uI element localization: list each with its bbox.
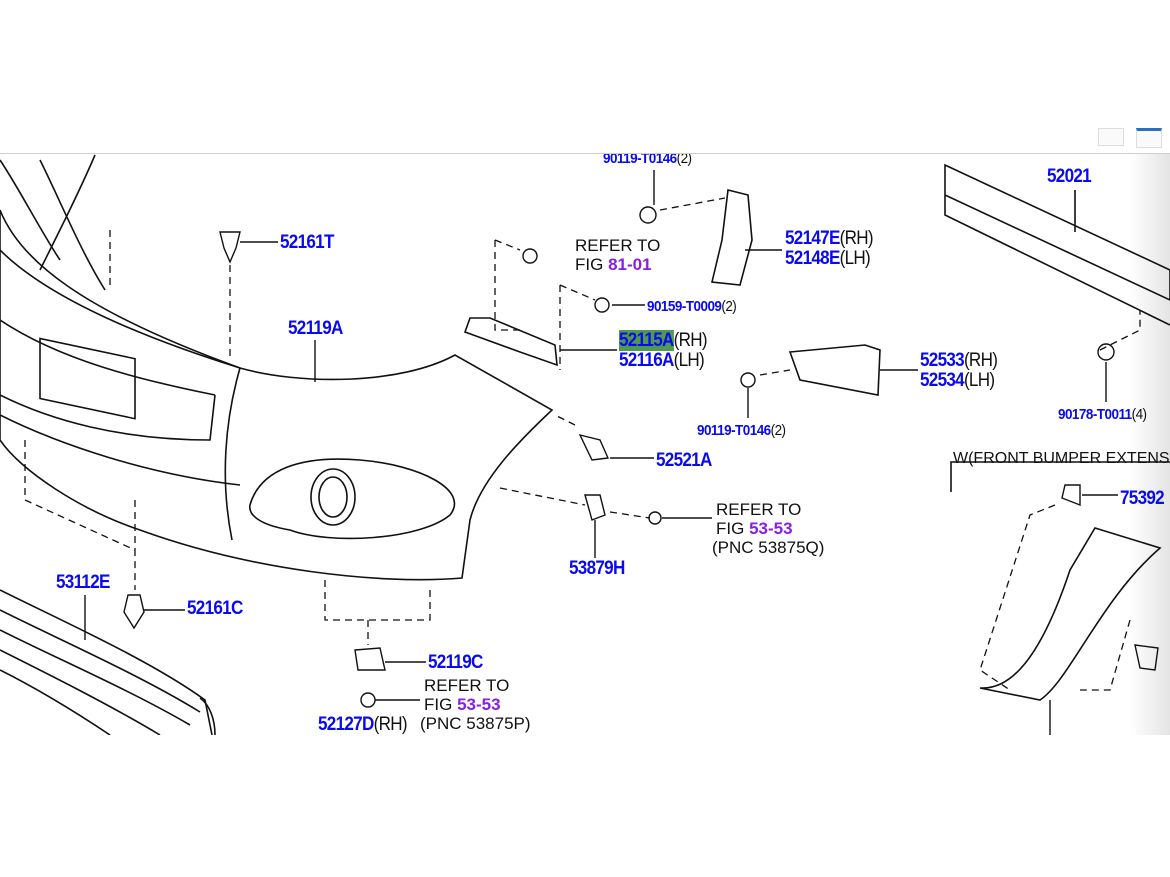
part-label-53112E[interactable]: 53112E xyxy=(56,572,110,593)
zoom-button[interactable] xyxy=(1098,128,1124,146)
figure-link[interactable]: FIG 53-53 xyxy=(424,695,501,714)
reinforcement xyxy=(944,163,1170,326)
refer-note-53875P: REFER TO FIG 53-53 (PNC 53875P) xyxy=(420,676,531,733)
bracket-52115A xyxy=(463,317,558,367)
refer-text: REFER TO xyxy=(716,500,802,519)
part-label-52534[interactable]: 52534(LH) xyxy=(920,370,995,391)
refer-note-81-01: REFER TO FIG 81-01 xyxy=(575,236,660,274)
bumper-cover xyxy=(0,209,554,581)
part-label-52521A[interactable]: 52521A xyxy=(656,450,712,471)
pnc-text: (PNC 53875Q) xyxy=(712,538,825,557)
refer-text: REFER TO xyxy=(575,236,661,255)
part-label-52161T[interactable]: 52161T xyxy=(280,232,334,253)
pnc-text: (PNC 53875P) xyxy=(420,714,531,733)
refer-note-53875Q: REFER TO FIG 53-53 (PNC 53875Q) xyxy=(712,500,824,557)
fog-lamp-bezel xyxy=(249,458,456,540)
figure-link[interactable]: FIG 53-53 xyxy=(716,519,793,538)
part-label-75392[interactable]: 75392 xyxy=(1120,488,1165,509)
part-label-90119-T0146[interactable]: 90119-T0146(2) xyxy=(697,422,786,439)
leader-dashes xyxy=(24,197,1141,691)
part-label-52147E[interactable]: 52147E(RH) xyxy=(785,228,874,249)
bracket-52147E xyxy=(711,189,753,286)
section-label: W(FRONT BUMPER EXTENS xyxy=(953,450,1170,467)
part-label-52533[interactable]: 52533(RH) xyxy=(920,350,998,371)
diagram-drawing xyxy=(0,154,1170,735)
fit-button[interactable] xyxy=(1136,128,1162,148)
grille xyxy=(0,589,213,735)
fasteners xyxy=(84,170,1159,735)
parts-diagram: 90119-T0146(2) 52021 52161T 52147E(RH) 5… xyxy=(0,154,1170,735)
part-label-52127D[interactable]: 52127D(RH) xyxy=(318,714,408,735)
part-label-52161C[interactable]: 52161C xyxy=(187,598,243,619)
refer-text: REFER TO xyxy=(424,676,510,695)
part-label-52119C[interactable]: 52119C xyxy=(428,652,483,673)
part-label-52116A[interactable]: 52116A(LH) xyxy=(619,350,705,371)
figure-link[interactable]: FIG 81-01 xyxy=(575,255,652,274)
bumper-extension xyxy=(979,527,1162,701)
bracket-52533 xyxy=(788,344,881,396)
part-label-90119-T0146-top[interactable]: 90119-T0146(2) xyxy=(603,154,692,167)
part-label-52115A[interactable]: 52115A(RH) xyxy=(619,330,708,351)
part-label-90178-T0011[interactable]: 90178-T0011(4) xyxy=(1058,406,1147,423)
toolbar xyxy=(0,0,1170,154)
part-label-53879H[interactable]: 53879H xyxy=(569,558,625,579)
part-label-52148E[interactable]: 52148E(LH) xyxy=(785,248,871,269)
part-label-52119A[interactable]: 52119A xyxy=(288,318,343,339)
part-label-90159-T0009[interactable]: 90159-T0009(2) xyxy=(647,298,737,315)
part-label-52021[interactable]: 52021 xyxy=(1047,166,1092,187)
